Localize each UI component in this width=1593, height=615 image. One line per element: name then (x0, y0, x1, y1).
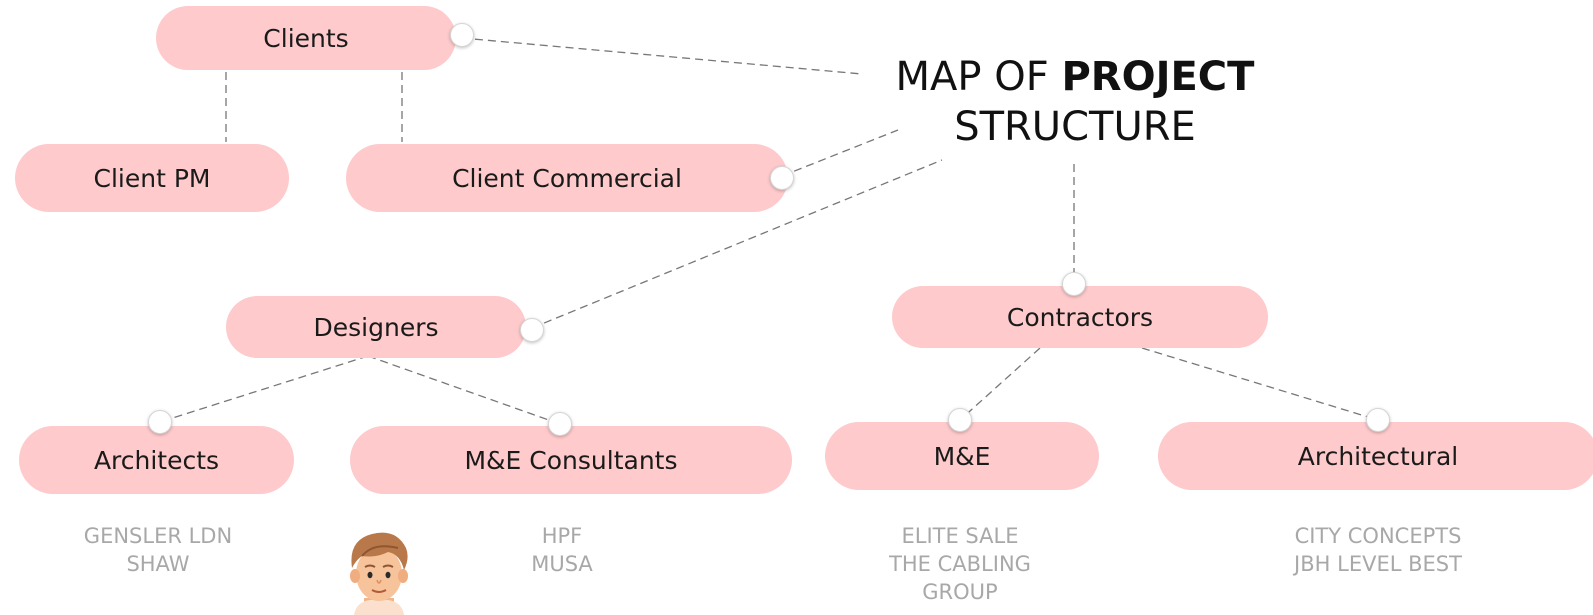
node-client-commercial: Client Commercial (346, 144, 788, 212)
connector-clients-title (461, 37, 863, 75)
connector-dot-architectural (1366, 408, 1390, 432)
avatar-icon (350, 532, 408, 615)
companies-me: ELITE SALE THE CABLING GROUP (889, 524, 1031, 604)
title-regular: MAP OF (895, 54, 1062, 100)
node-clients: Clients (156, 6, 456, 70)
connector-contractors-me (959, 347, 1041, 421)
page-title: MAP OF PROJECT STRUCTURE (840, 52, 1310, 152)
connector-dot-me-consultants (548, 412, 572, 436)
connector-designers-me-consultants (367, 355, 561, 425)
title-bold: PROJECT (1061, 54, 1255, 100)
node-designers: Designers (226, 296, 526, 358)
connector-commercial-title (781, 129, 899, 177)
connector-dot-designers (520, 318, 544, 342)
node-contractors: Contractors (892, 286, 1268, 348)
connector-dot-contractors (1062, 272, 1086, 296)
companies-architects: GENSLER LDN SHAW (83, 524, 233, 576)
title-line2: STRUCTURE (954, 104, 1196, 150)
node-me-consultants: M&E Consultants (350, 426, 792, 494)
connector-contractors-architectural (1141, 347, 1379, 421)
connector-designers-architects (159, 355, 369, 423)
connector-dot-architects (148, 410, 172, 434)
companies-me-consultants: HPF MUSA (531, 524, 593, 576)
connector-dot-client-commercial (770, 166, 794, 190)
companies-architectural: CITY CONCEPTS JBH LEVEL BEST (1294, 524, 1462, 576)
node-client-pm: Client PM (15, 144, 289, 212)
node-architects: Architects (19, 426, 294, 494)
node-architectural: Architectural (1158, 422, 1593, 490)
connector-designers-title (531, 159, 943, 329)
node-me: M&E (825, 422, 1099, 490)
connector-dot-clients (450, 23, 474, 47)
connector-dot-me (948, 408, 972, 432)
